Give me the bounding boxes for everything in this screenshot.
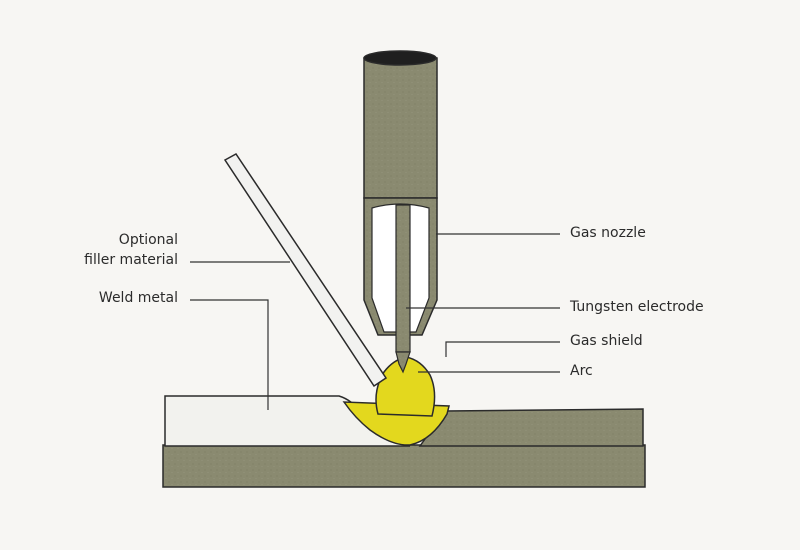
right-plate (418, 408, 644, 447)
leader-weld-metal (190, 299, 269, 410)
base-plate (162, 444, 646, 488)
label-gas-nozzle: Gas nozzle (570, 225, 646, 241)
electrode-tip (395, 351, 411, 374)
torch-body-opening (363, 50, 437, 66)
label-filler-material: filler material (84, 252, 178, 268)
label-weld-metal: Weld metal (98, 290, 178, 306)
label-gas-shield: Gas shield (570, 333, 643, 349)
leader-gas-shield (445, 341, 560, 357)
label-arc: Arc (570, 363, 593, 379)
filler-rod (223, 153, 388, 388)
tungsten-electrode (395, 204, 411, 353)
label-tungsten-electrode: Tungsten electrode (570, 299, 704, 315)
torch-body (363, 53, 438, 199)
label-optional: Optional (118, 232, 178, 248)
